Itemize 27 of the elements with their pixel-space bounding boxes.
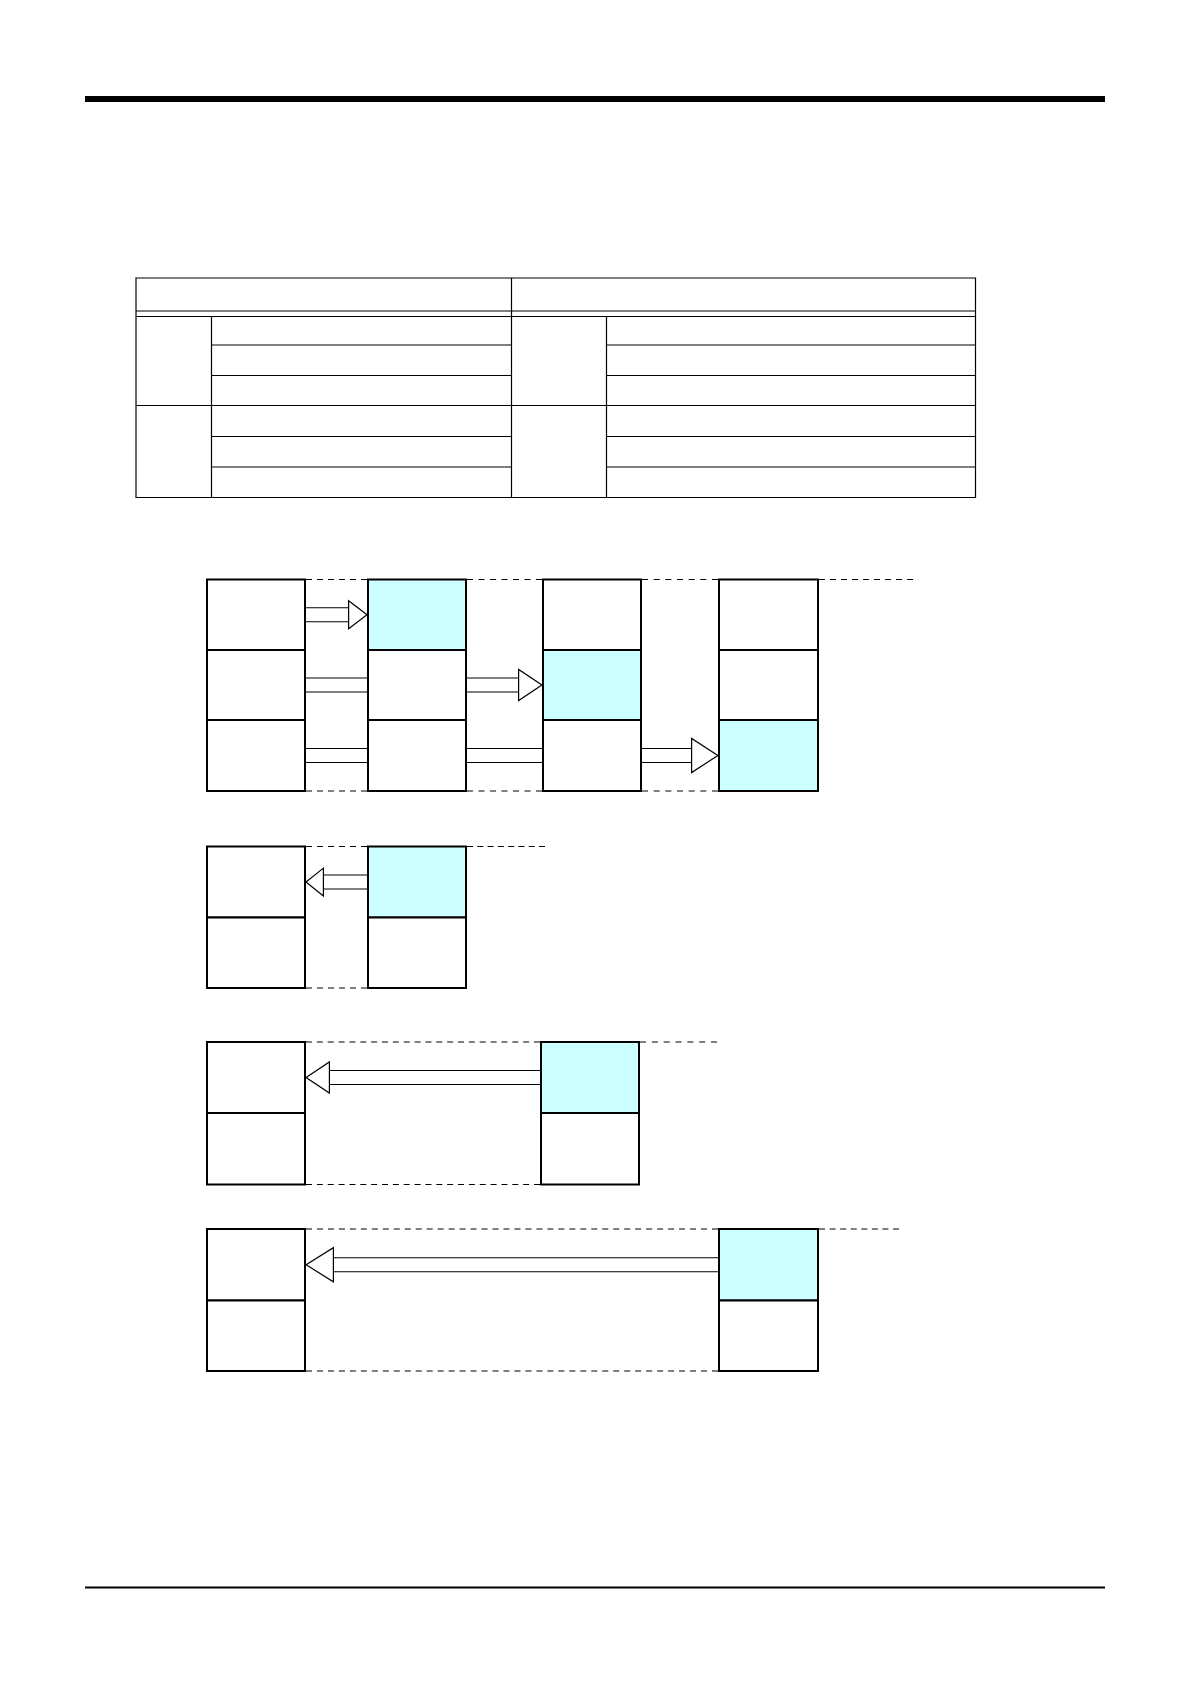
cell-box — [206, 1041, 306, 1114]
cell-box — [206, 719, 306, 792]
cell-box — [206, 649, 306, 721]
cell-box — [367, 719, 467, 792]
block-arrow — [642, 737, 719, 774]
cell-box — [367, 578, 467, 651]
cell-box — [367, 916, 467, 989]
cell-box — [367, 845, 467, 919]
cell-box — [540, 1041, 640, 1114]
cell-box — [718, 719, 819, 792]
cell-box — [542, 649, 642, 721]
cell-box — [206, 1228, 306, 1302]
cell-box — [542, 578, 642, 651]
cell-box — [540, 1112, 640, 1186]
cell-box — [718, 649, 819, 721]
cell-box — [206, 1299, 306, 1372]
cell-box — [718, 578, 819, 651]
cell-box — [718, 1299, 819, 1372]
cell-box — [206, 916, 306, 989]
cell-box — [542, 719, 642, 792]
block-arrow — [306, 599, 368, 630]
block-arrow — [467, 668, 543, 702]
cell-box — [718, 1228, 819, 1302]
cell-box — [206, 845, 306, 919]
cell-box — [367, 649, 467, 721]
cell-box — [206, 578, 306, 651]
cell-box — [206, 1112, 306, 1186]
